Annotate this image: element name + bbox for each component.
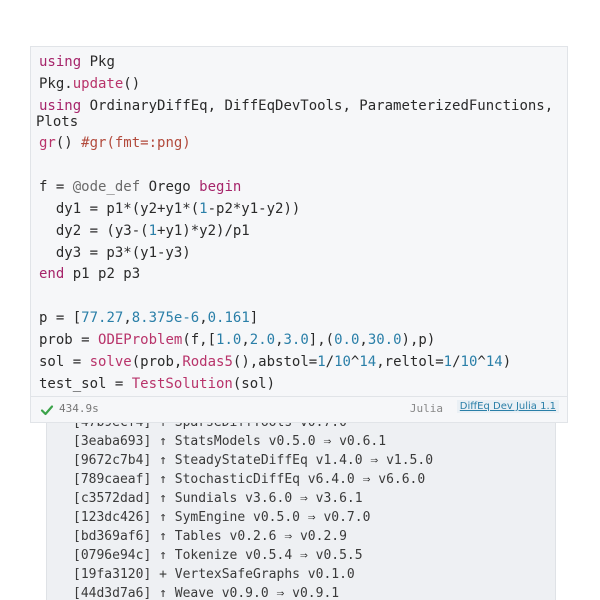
- code-text: /: [325, 354, 335, 370]
- code-line: dy2 = (y3-(1+y1)*y2)/p1: [39, 221, 250, 242]
- code-text: (): [55, 135, 82, 151]
- function-name: ODEProblem: [98, 332, 183, 348]
- keyword: begin: [199, 179, 242, 195]
- code-line: using OrdinaryDiffEq, DiffEqDevTools, Pa…: [39, 96, 553, 117]
- code-text: (prob,: [131, 354, 183, 370]
- output-line: [789caeaf] ↑ StochasticDiffEq v6.4.0 ⇒ v…: [73, 472, 426, 487]
- code-line: gr() #gr(fmt=:png): [39, 133, 191, 154]
- number: 14: [485, 354, 503, 370]
- output-line: [19fa3120] + VertexSafeGraphs v0.1.0: [73, 567, 355, 582]
- code-text: OrdinaryDiffEq, DiffEqDevTools, Paramete…: [81, 98, 554, 114]
- macro: @ode_def: [72, 179, 141, 195]
- code-text: ,: [123, 310, 132, 326]
- check-icon: [40, 405, 54, 416]
- number: 1: [317, 354, 326, 370]
- code-text: ,reltol=: [376, 354, 444, 370]
- cell-footer: 434.9s Julia DiffEq Dev Julia 1.1: [31, 396, 567, 422]
- comment: #gr(fmt=:png): [81, 135, 191, 151]
- number: 0.161: [207, 310, 250, 326]
- output-line: [123dc426] ↑ SymEngine v0.5.0 ⇒ v0.7.0: [73, 510, 371, 525]
- number: 10: [334, 354, 351, 370]
- number: 8.375e-6: [131, 310, 200, 326]
- number: 1: [443, 354, 453, 370]
- run-duration: 434.9s: [59, 402, 99, 415]
- code-text: f =: [39, 179, 73, 195]
- code-line: dy3 = p3*(y1-y3): [39, 243, 191, 264]
- number: 77.27: [81, 310, 124, 326]
- number: 14: [359, 354, 377, 370]
- code-line: p = [77.27,8.375e-6,0.161]: [39, 308, 258, 329]
- code-text: ): [502, 354, 512, 370]
- number: 3.0: [283, 332, 309, 348]
- code-text: sol =: [39, 354, 90, 370]
- code-text: Orego: [140, 179, 200, 195]
- number: 1.0: [216, 332, 242, 348]
- number: 30.0: [367, 332, 402, 348]
- output-line: [3eaba693] ↑ StatsModels v0.5.0 ⇒ v0.6.1: [73, 434, 387, 449]
- code-text: dy1 = p1*(y2+y1*(: [39, 201, 200, 217]
- code-text: Plots: [36, 114, 79, 130]
- number: 0.0: [334, 332, 360, 348]
- cell-output-panel[interactable]: [47b9ecf4] ↑ SparseDiffTools v0.7.0 [3ea…: [46, 414, 556, 600]
- code-text: ],(: [308, 332, 335, 348]
- code-text: ,: [241, 332, 250, 348]
- code-text: dy2 = (y3-(: [39, 223, 149, 239]
- code-text: /: [452, 354, 461, 370]
- code-text: (),abstol=: [232, 354, 318, 370]
- output-line: [0796e94c] ↑ Tokenize v0.5.4 ⇒ v0.5.5: [73, 548, 363, 563]
- code-text: (f,[: [182, 332, 217, 348]
- code-cell[interactable]: using Pkg Pkg.update() using OrdinaryDif…: [30, 46, 568, 423]
- function-name: TestSolution: [131, 376, 233, 392]
- code-text: ,: [275, 332, 284, 348]
- code-text: p1 p2 p3: [64, 266, 141, 282]
- code-text: (sol): [232, 376, 276, 392]
- code-line: dy1 = p1*(y2+y1*(1-p2*y1-y2)): [39, 199, 300, 220]
- code-text: ,: [199, 310, 208, 326]
- code-text: prob =: [39, 332, 99, 348]
- code-text: ^: [477, 354, 486, 370]
- output-line: [9672c7b4] ↑ SteadyStateDiffEq v1.4.0 ⇒ …: [73, 453, 434, 468]
- kernel-link[interactable]: DiffEq Dev Julia 1.1: [456, 400, 559, 413]
- number: 1: [199, 201, 208, 217]
- code-text: Pkg: [81, 54, 115, 70]
- code-text: -p2*y1-y2)): [207, 201, 301, 217]
- code-text: ^: [350, 354, 360, 370]
- output-line: [c3572dad] ↑ Sundials v3.6.0 ⇒ v3.6.1: [73, 491, 363, 506]
- code-text: test_sol =: [39, 376, 132, 392]
- code-line: sol = solve(prob,Rodas5(),abstol=1/10^14…: [39, 352, 511, 373]
- code-line: Plots: [36, 112, 78, 133]
- code-text: dy3 = p3*(y1-y3): [39, 245, 191, 261]
- output-line: [bd369af6] ↑ Tables v0.2.6 ⇒ v0.2.9: [73, 529, 347, 544]
- keyword: using: [39, 54, 82, 70]
- code-line: f = @ode_def Orego begin: [39, 177, 241, 198]
- function-name: update: [72, 76, 124, 92]
- number: 1: [148, 223, 158, 239]
- output-line: [44d3d7a6] ↑ Weave v0.9.0 ⇒ v0.9.1: [73, 586, 340, 600]
- code-text: ),p): [401, 332, 436, 348]
- number: 2.0: [249, 332, 276, 348]
- code-line: using Pkg: [39, 52, 115, 73]
- code-text: ,: [359, 332, 368, 348]
- function-name: Rodas5: [182, 354, 233, 370]
- keyword: end: [39, 266, 65, 282]
- code-text: p = [: [39, 310, 82, 326]
- number: 10: [460, 354, 478, 370]
- keyword: using: [39, 98, 82, 114]
- code-text: +y1)*y2)/p1: [157, 223, 250, 239]
- code-text: ]: [249, 310, 259, 326]
- code-line: test_sol = TestSolution(sol): [39, 374, 275, 395]
- code-line: Pkg.update(): [39, 74, 140, 95]
- code-text: (): [123, 76, 141, 92]
- function-name: gr: [39, 135, 56, 151]
- language-label: Julia: [409, 402, 443, 415]
- code-line: prob = ODEProblem(f,[1.0,2.0,3.0],(0.0,3…: [39, 330, 435, 351]
- code-line: end p1 p2 p3: [39, 264, 140, 285]
- function-name: solve: [89, 354, 132, 370]
- code-text: Pkg.: [39, 76, 73, 92]
